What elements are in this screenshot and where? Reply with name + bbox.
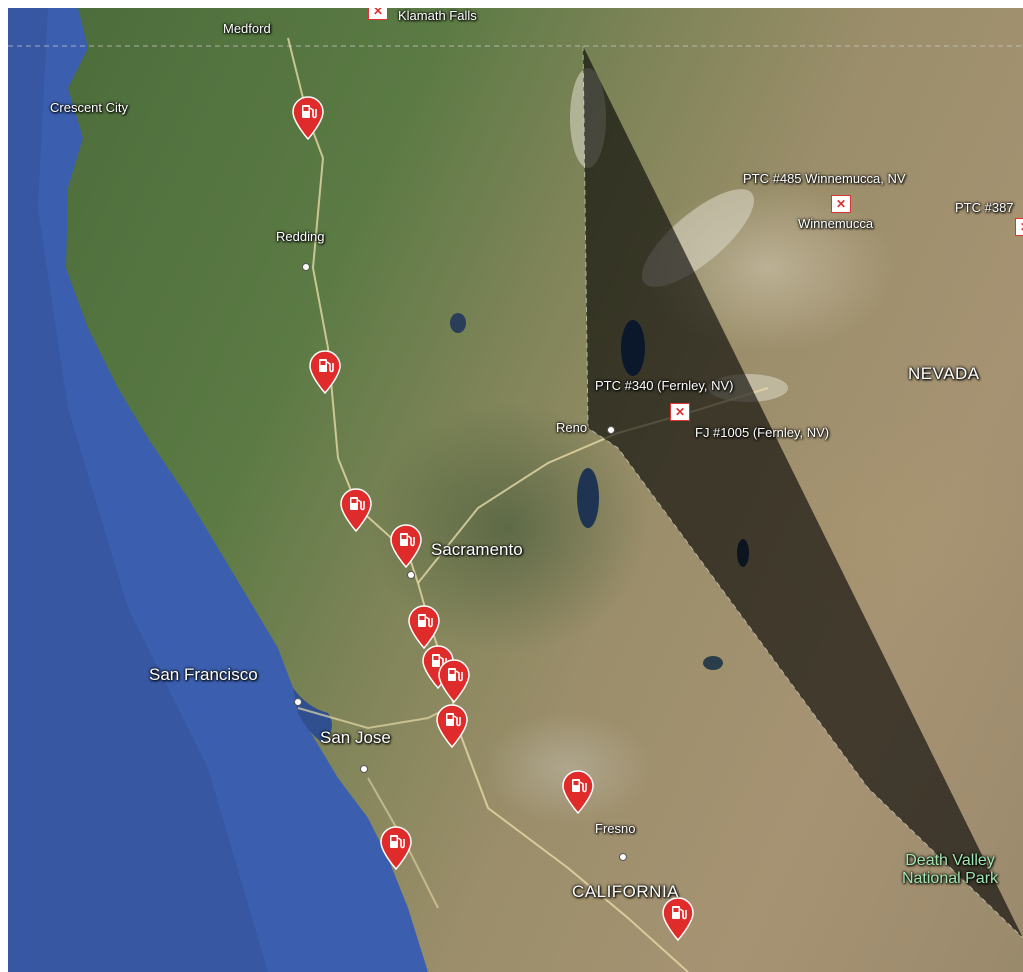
truck-stop-icon[interactable]: ✕: [368, 8, 388, 20]
truck-stop-icon[interactable]: ✕: [831, 195, 851, 213]
fuel-station-pin-icon[interactable]: [339, 488, 373, 532]
map-canvas[interactable]: Medford Klamath Falls Crescent City Redd…: [8, 8, 1023, 972]
place-label-sacramento: Sacramento: [431, 540, 523, 559]
poi-label-ptc-485: PTC #485 Winnemucca, NV: [743, 171, 906, 186]
state-label-california: CALIFORNIA: [572, 882, 680, 901]
fuel-station-pin-icon[interactable]: [291, 96, 325, 140]
city-dot-icon[interactable]: [607, 426, 615, 434]
poi-label-fj-1005: FJ #1005 (Fernley, NV): [695, 425, 830, 440]
fuel-station-pin-icon[interactable]: [308, 350, 342, 394]
place-label-san-jose: San Jose: [320, 728, 391, 747]
state-label-nevada: NEVADA: [908, 364, 980, 383]
city-dot-icon[interactable]: [302, 263, 310, 271]
fuel-station-pin-icon[interactable]: [407, 605, 441, 649]
poi-label-ptc-340: PTC #340 (Fernley, NV): [595, 378, 734, 393]
place-label-redding: Redding: [276, 229, 325, 244]
place-label-crescent-city: Crescent City: [50, 100, 129, 115]
place-label-san-francisco: San Francisco: [149, 665, 258, 684]
fuel-station-pin-icon[interactable]: [661, 897, 695, 941]
truck-stop-icon[interactable]: ✕: [670, 403, 690, 421]
city-dot-icon[interactable]: [619, 853, 627, 861]
place-label-medford: Medford: [223, 21, 271, 36]
place-label-fresno: Fresno: [595, 821, 636, 836]
city-dot-icon[interactable]: [294, 698, 302, 706]
park-label-death-valley: Death Valley National Park: [901, 852, 999, 887]
truck-stop-icon[interactable]: ✕: [1015, 218, 1023, 236]
fuel-station-pin-icon[interactable]: [379, 826, 413, 870]
fuel-station-pin-icon[interactable]: [435, 704, 469, 748]
fuel-station-pin-icon[interactable]: [437, 659, 471, 703]
place-label-winnemucca: Winnemucca: [798, 216, 874, 231]
city-dot-icon[interactable]: [360, 765, 368, 773]
city-dot-icon[interactable]: [407, 571, 415, 579]
fuel-station-pin-icon[interactable]: [561, 770, 595, 814]
fuel-station-pin-icon[interactable]: [389, 524, 423, 568]
poi-label-ptc-387: PTC #387: [955, 200, 1014, 215]
place-label-klamath-falls: Klamath Falls: [398, 8, 477, 23]
terrain-layer: [8, 8, 1023, 972]
place-label-reno: Reno: [556, 420, 588, 435]
